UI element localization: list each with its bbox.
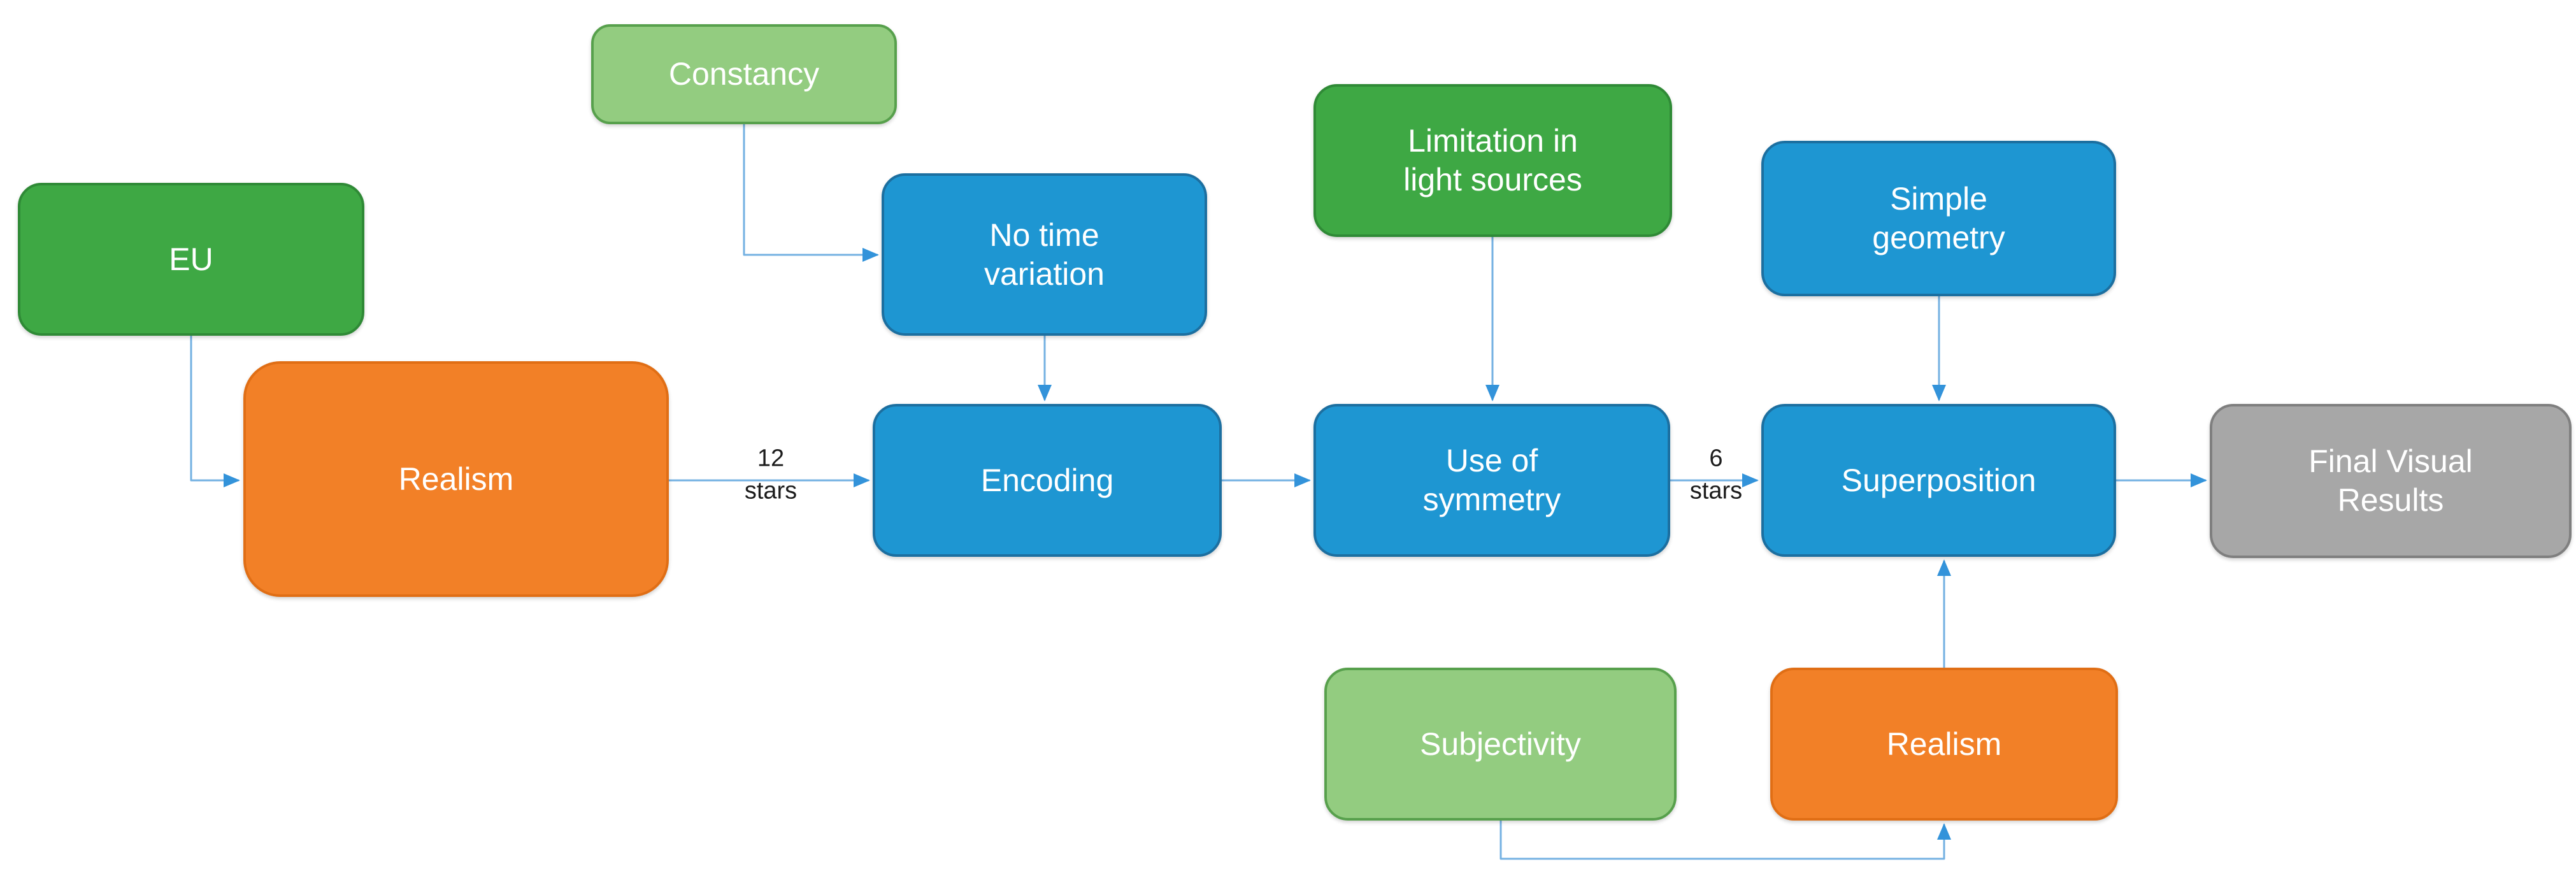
edge-label-6-stars: 6 stars — [1689, 445, 1743, 505]
node-realism-bottom: Realism — [1770, 668, 2118, 821]
node-use-of-symmetry: Use of symmetry — [1313, 404, 1670, 557]
node-use-of-symmetry-label: Use of symmetry — [1422, 443, 1561, 517]
node-eu-label: EU — [169, 241, 213, 277]
node-constancy: Constancy — [591, 24, 897, 124]
edge-constancy-to-no-time-variation — [743, 124, 879, 262]
edge-label-12-stars: 12 stars — [744, 445, 798, 505]
node-subjectivity: Subjectivity — [1324, 668, 1677, 821]
edge-eu-to-realism — [190, 336, 240, 487]
node-encoding-label: Encoding — [980, 462, 1114, 498]
node-constancy-label: Constancy — [668, 56, 820, 92]
node-superposition: Superposition — [1761, 404, 2116, 557]
node-realism-bottom-label: Realism — [1886, 726, 2002, 762]
node-realism-left-label: Realism — [398, 461, 514, 497]
node-no-time-variation: No time variation — [882, 173, 1207, 336]
node-subjectivity-label: Subjectivity — [1420, 726, 1581, 762]
node-simple-geometry: Simple geometry — [1761, 141, 2116, 296]
node-limitation-light-sources-label: Limitation in light sources — [1403, 123, 1582, 197]
node-limitation-light-sources: Limitation in light sources — [1313, 84, 1672, 237]
node-no-time-variation-label: No time variation — [984, 217, 1105, 292]
node-encoding: Encoding — [873, 404, 1222, 557]
node-final-visual-results: Final Visual Results — [2210, 404, 2572, 558]
node-superposition-label: Superposition — [1841, 462, 2036, 498]
node-eu: EU — [18, 183, 364, 336]
node-simple-geometry-label: Simple geometry — [1872, 181, 2005, 255]
node-realism-left: Realism — [243, 361, 669, 597]
edge-subjectivity-to-realism-bottom — [1499, 821, 1951, 860]
node-final-visual-results-label: Final Visual Results — [2308, 443, 2473, 518]
